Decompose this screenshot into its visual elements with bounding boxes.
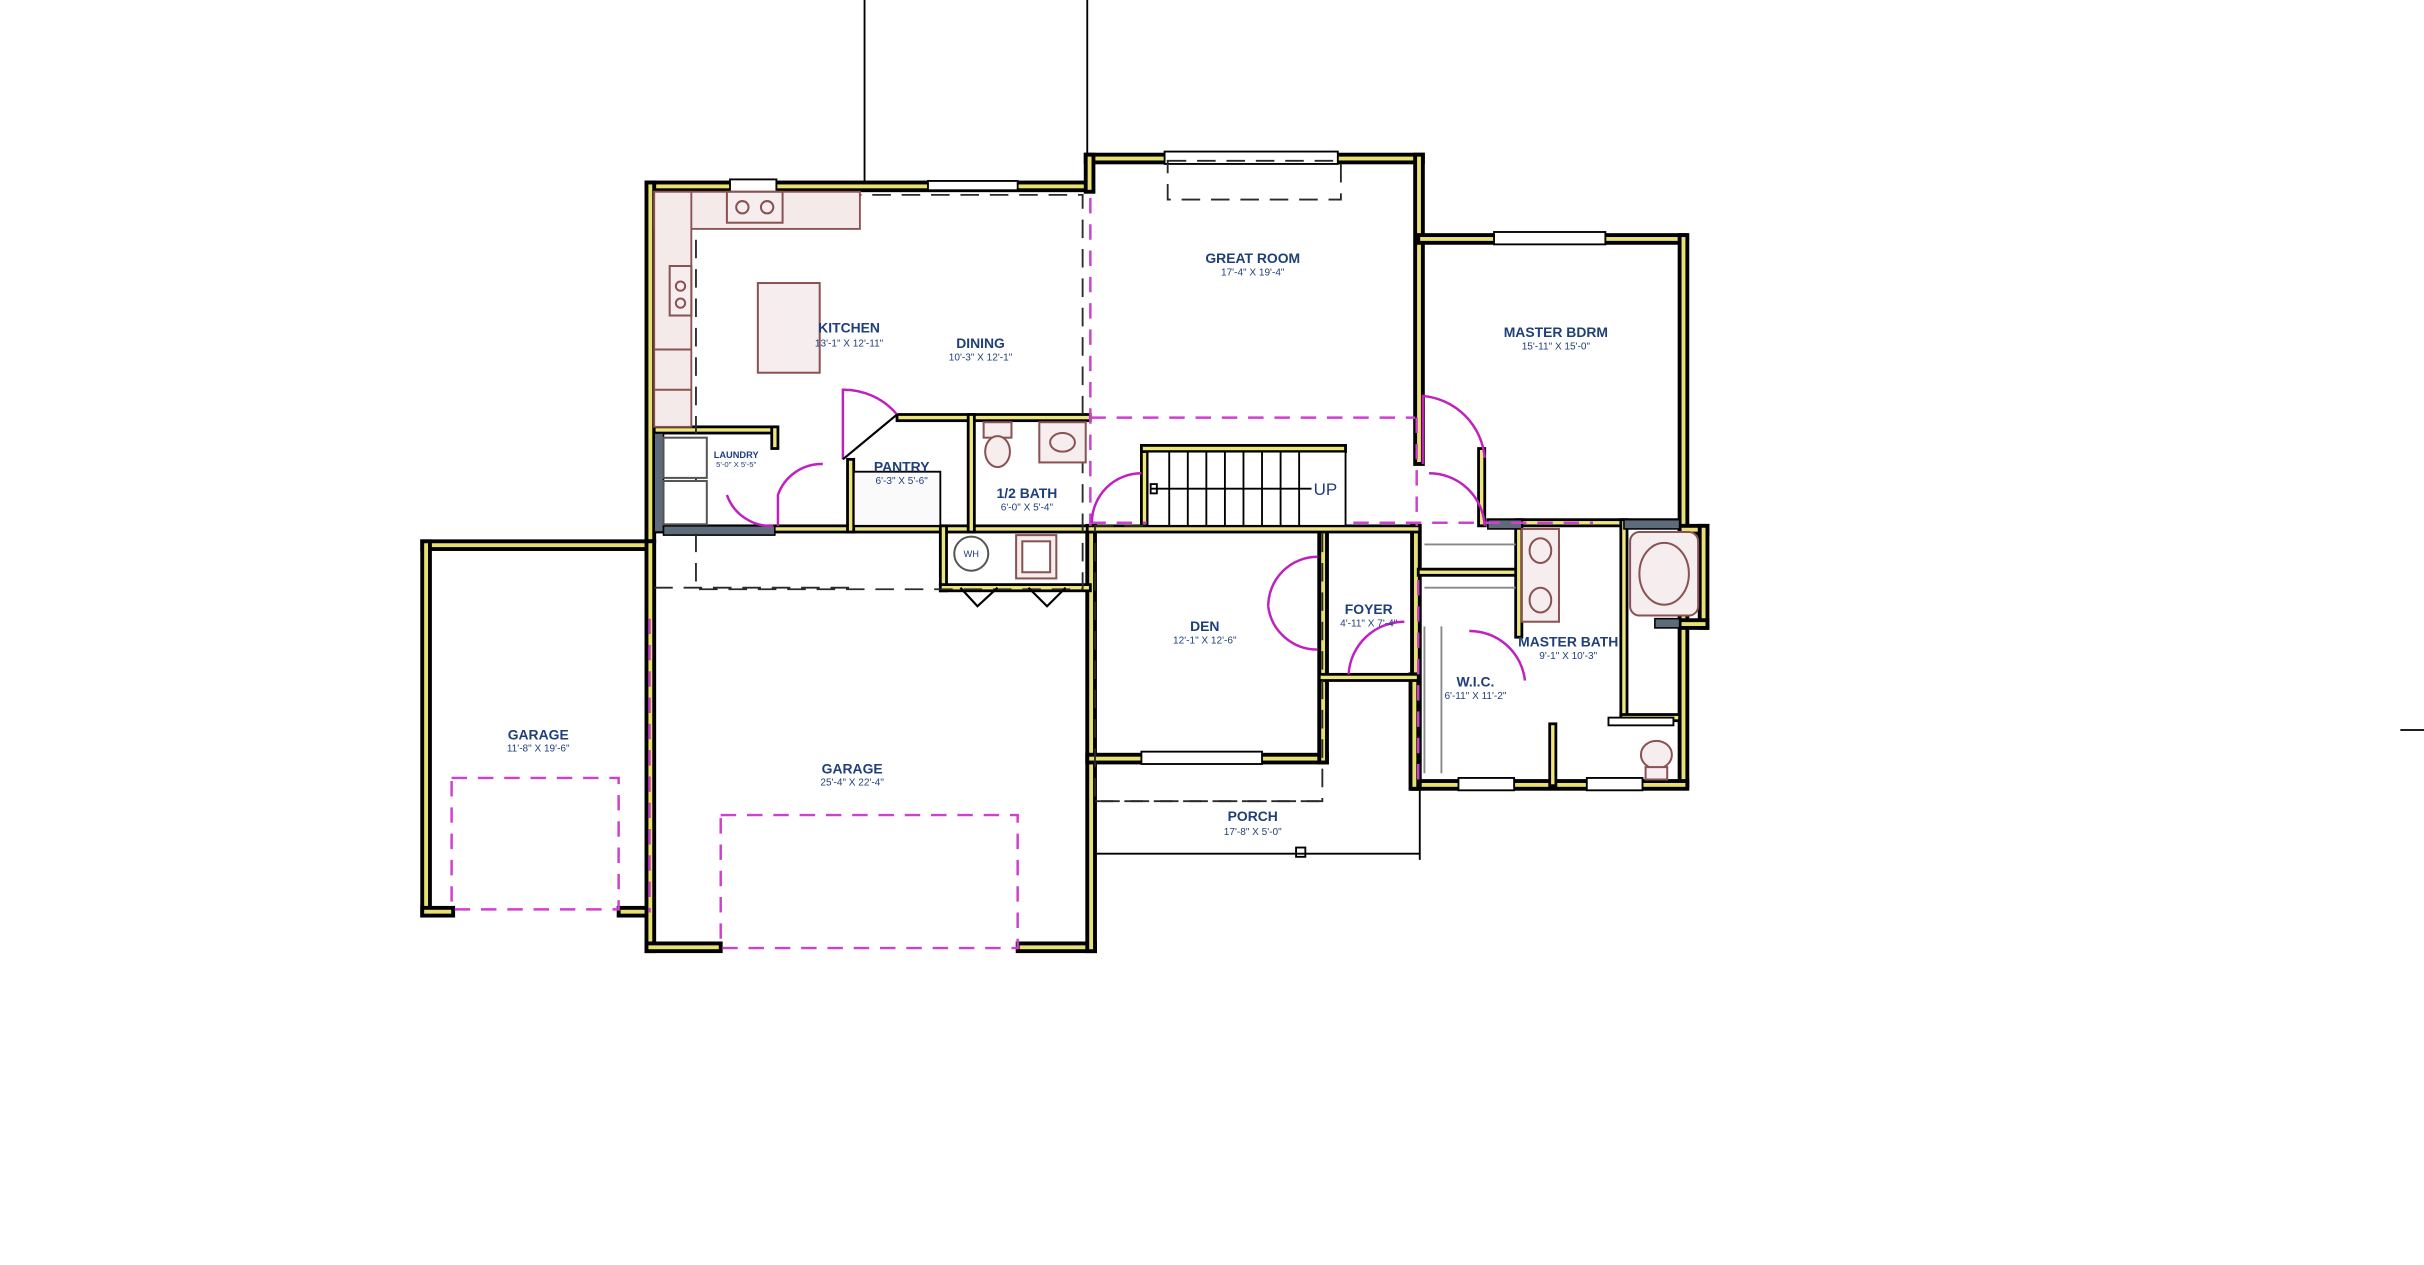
grey-structural-blocks <box>653 432 1681 629</box>
master-bath-fixtures <box>1520 527 1700 781</box>
laundry-label: LAUNDRY <box>714 450 760 460</box>
half-bath-label: 1/2 BATH <box>997 485 1058 501</box>
master-bdrm-label: MASTER BDRM <box>1504 324 1608 340</box>
laundry-appliances <box>662 436 708 526</box>
garage-left-dims: 11'-8" X 19'-6" <box>507 744 570 755</box>
porch-outline <box>1094 781 1421 860</box>
den-dims: 12'-1" X 12'-6" <box>1173 635 1237 646</box>
dining-dims: 10'-3" X 12'-1" <box>949 352 1013 363</box>
porch-dims: 17'-8" X 5'-0" <box>1224 827 1282 838</box>
foyer-dims: 4'-11" X 7'-4" <box>1340 618 1398 629</box>
laundry-dims: 5'-0" X 5'-5" <box>716 460 756 469</box>
den-label: DEN <box>1190 618 1219 634</box>
master-bdrm-dims: 15'-11" X 15'-0" <box>1522 342 1591 353</box>
kitchen-dims: 13'-1" X 12'-11" <box>815 338 884 349</box>
pantry-label: PANTRY <box>874 459 930 475</box>
water-heater-icon <box>953 535 990 572</box>
garage-main-dims: 25'-4" X 22'-4" <box>820 778 884 789</box>
master-bath-dims: 9'-1" X 10'-3" <box>1539 651 1597 662</box>
closet-rods <box>1423 543 1516 774</box>
half-bath-fixtures <box>982 421 1087 469</box>
master-bath-label: MASTER BATH <box>1518 633 1618 649</box>
porch-label: PORCH <box>1228 808 1278 824</box>
foyer-label: FOYER <box>1345 601 1393 617</box>
pantry-dims: 6'-3" X 5'-6" <box>876 476 929 487</box>
stairs-up-label: UP <box>1314 480 1338 499</box>
door-swings <box>725 388 1527 681</box>
floor-plan-drawing: KITCHEN 13'-1" X 12'-11" DINING 10'-3" X… <box>420 0 2424 954</box>
garage-left-label: GARAGE <box>508 726 569 742</box>
room-labels: KITCHEN 13'-1" X 12'-11" DINING 10'-3" X… <box>507 250 1618 838</box>
wic-label: W.I.C. <box>1457 674 1495 690</box>
great-room-label: GREAT ROOM <box>1205 250 1300 266</box>
half-bath-dims: 6'-0" X 5'-4" <box>1001 502 1054 513</box>
garage-main-label: GARAGE <box>822 760 883 776</box>
wic-dims: 6'-11" X 11'-2" <box>1444 691 1506 702</box>
great-room-dims: 17'-4" X 19'-4" <box>1221 267 1285 278</box>
water-heater-label: WH <box>964 549 979 559</box>
stairs <box>1146 450 1347 527</box>
dining-label: DINING <box>956 335 1005 351</box>
kitchen-counters <box>653 190 861 428</box>
dashed-overhead-lines <box>654 159 1342 803</box>
pantry-shelves <box>852 470 942 527</box>
kitchen-label: KITCHEN <box>818 320 880 336</box>
windows <box>729 150 1675 792</box>
kitchen-island <box>756 282 821 374</box>
